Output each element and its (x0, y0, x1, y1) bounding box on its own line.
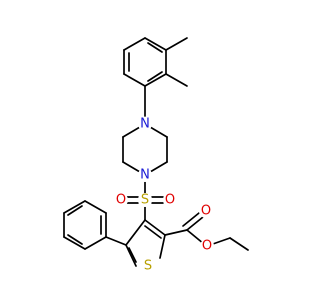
bond (123, 37, 146, 51)
atom-o-sulfonyl-left: O (114, 193, 128, 208)
bond (84, 200, 107, 214)
molecule-canvas: N N S O O O O S (63, 37, 249, 274)
atom-o-ester: O (200, 239, 214, 254)
bond (147, 42, 163, 53)
bond (144, 73, 167, 87)
bond (147, 71, 163, 82)
bond (186, 216, 204, 231)
bond (67, 205, 83, 216)
bond (229, 237, 249, 251)
atom-o-sulfonyl-right: O (163, 193, 177, 208)
atom-label: O (165, 193, 175, 208)
bond (123, 73, 146, 87)
bond (63, 200, 86, 214)
atom-label: S (144, 259, 152, 274)
atom-o-carbonyl: O (199, 204, 213, 219)
bond (105, 236, 127, 246)
atom-label: S (141, 193, 149, 208)
atom-label: O (116, 193, 126, 208)
bond (144, 225, 162, 239)
molecule-structure: N N S O O O O S (63, 37, 249, 274)
atom-s-thiophene: S (141, 259, 155, 274)
bond (186, 229, 205, 245)
bond-methyl (165, 73, 188, 87)
atom-label: N (140, 168, 150, 183)
bond (84, 236, 107, 250)
atom-s-sulfonyl: S (138, 193, 152, 208)
atom-label: N (140, 117, 150, 132)
atom-n-top: N (138, 117, 152, 132)
atom-n-bottom: N (138, 168, 152, 183)
bond-methyl (165, 37, 188, 51)
bond (159, 234, 166, 259)
bond (125, 244, 137, 267)
bond (125, 219, 146, 246)
bond (164, 229, 188, 236)
bond (182, 212, 200, 227)
bond (128, 247, 137, 263)
thiophene-ring (125, 219, 166, 267)
atom-label: O (201, 204, 211, 219)
phenyl-ring (63, 200, 127, 250)
bond (144, 37, 167, 51)
bond (67, 234, 83, 245)
dimethylphenyl-ring (123, 37, 188, 87)
bond (63, 236, 86, 250)
atom-label: O (202, 239, 212, 254)
bond (144, 219, 166, 236)
